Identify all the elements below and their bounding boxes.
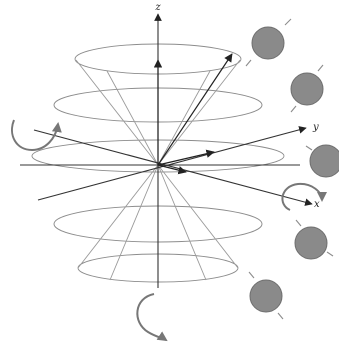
upper-cone-edge-left — [76, 60, 158, 165]
spin-sphere-icon — [291, 65, 323, 112]
lower-cone-edge-mid-right — [158, 165, 206, 280]
curved-arrow-icon — [137, 294, 166, 340]
upper-cone-edge-mid-right — [158, 71, 210, 165]
z-axis-label: z — [154, 2, 161, 13]
spin-sphere-icon — [295, 220, 333, 259]
x-axis-label: x — [314, 199, 320, 210]
spin-sphere-icon — [306, 145, 339, 177]
x-axis — [34, 130, 312, 204]
spin-sphere-icon — [249, 272, 283, 319]
spin-sphere-icon — [246, 19, 291, 66]
y-axis-label: y — [312, 122, 319, 133]
vectors — [158, 54, 232, 172]
lower-cone-edge-right — [158, 165, 238, 268]
lower-cone-edge-left — [78, 165, 158, 268]
lower-cone-edge-mid-left — [110, 165, 158, 280]
magnetic-moment-vector — [158, 54, 232, 165]
